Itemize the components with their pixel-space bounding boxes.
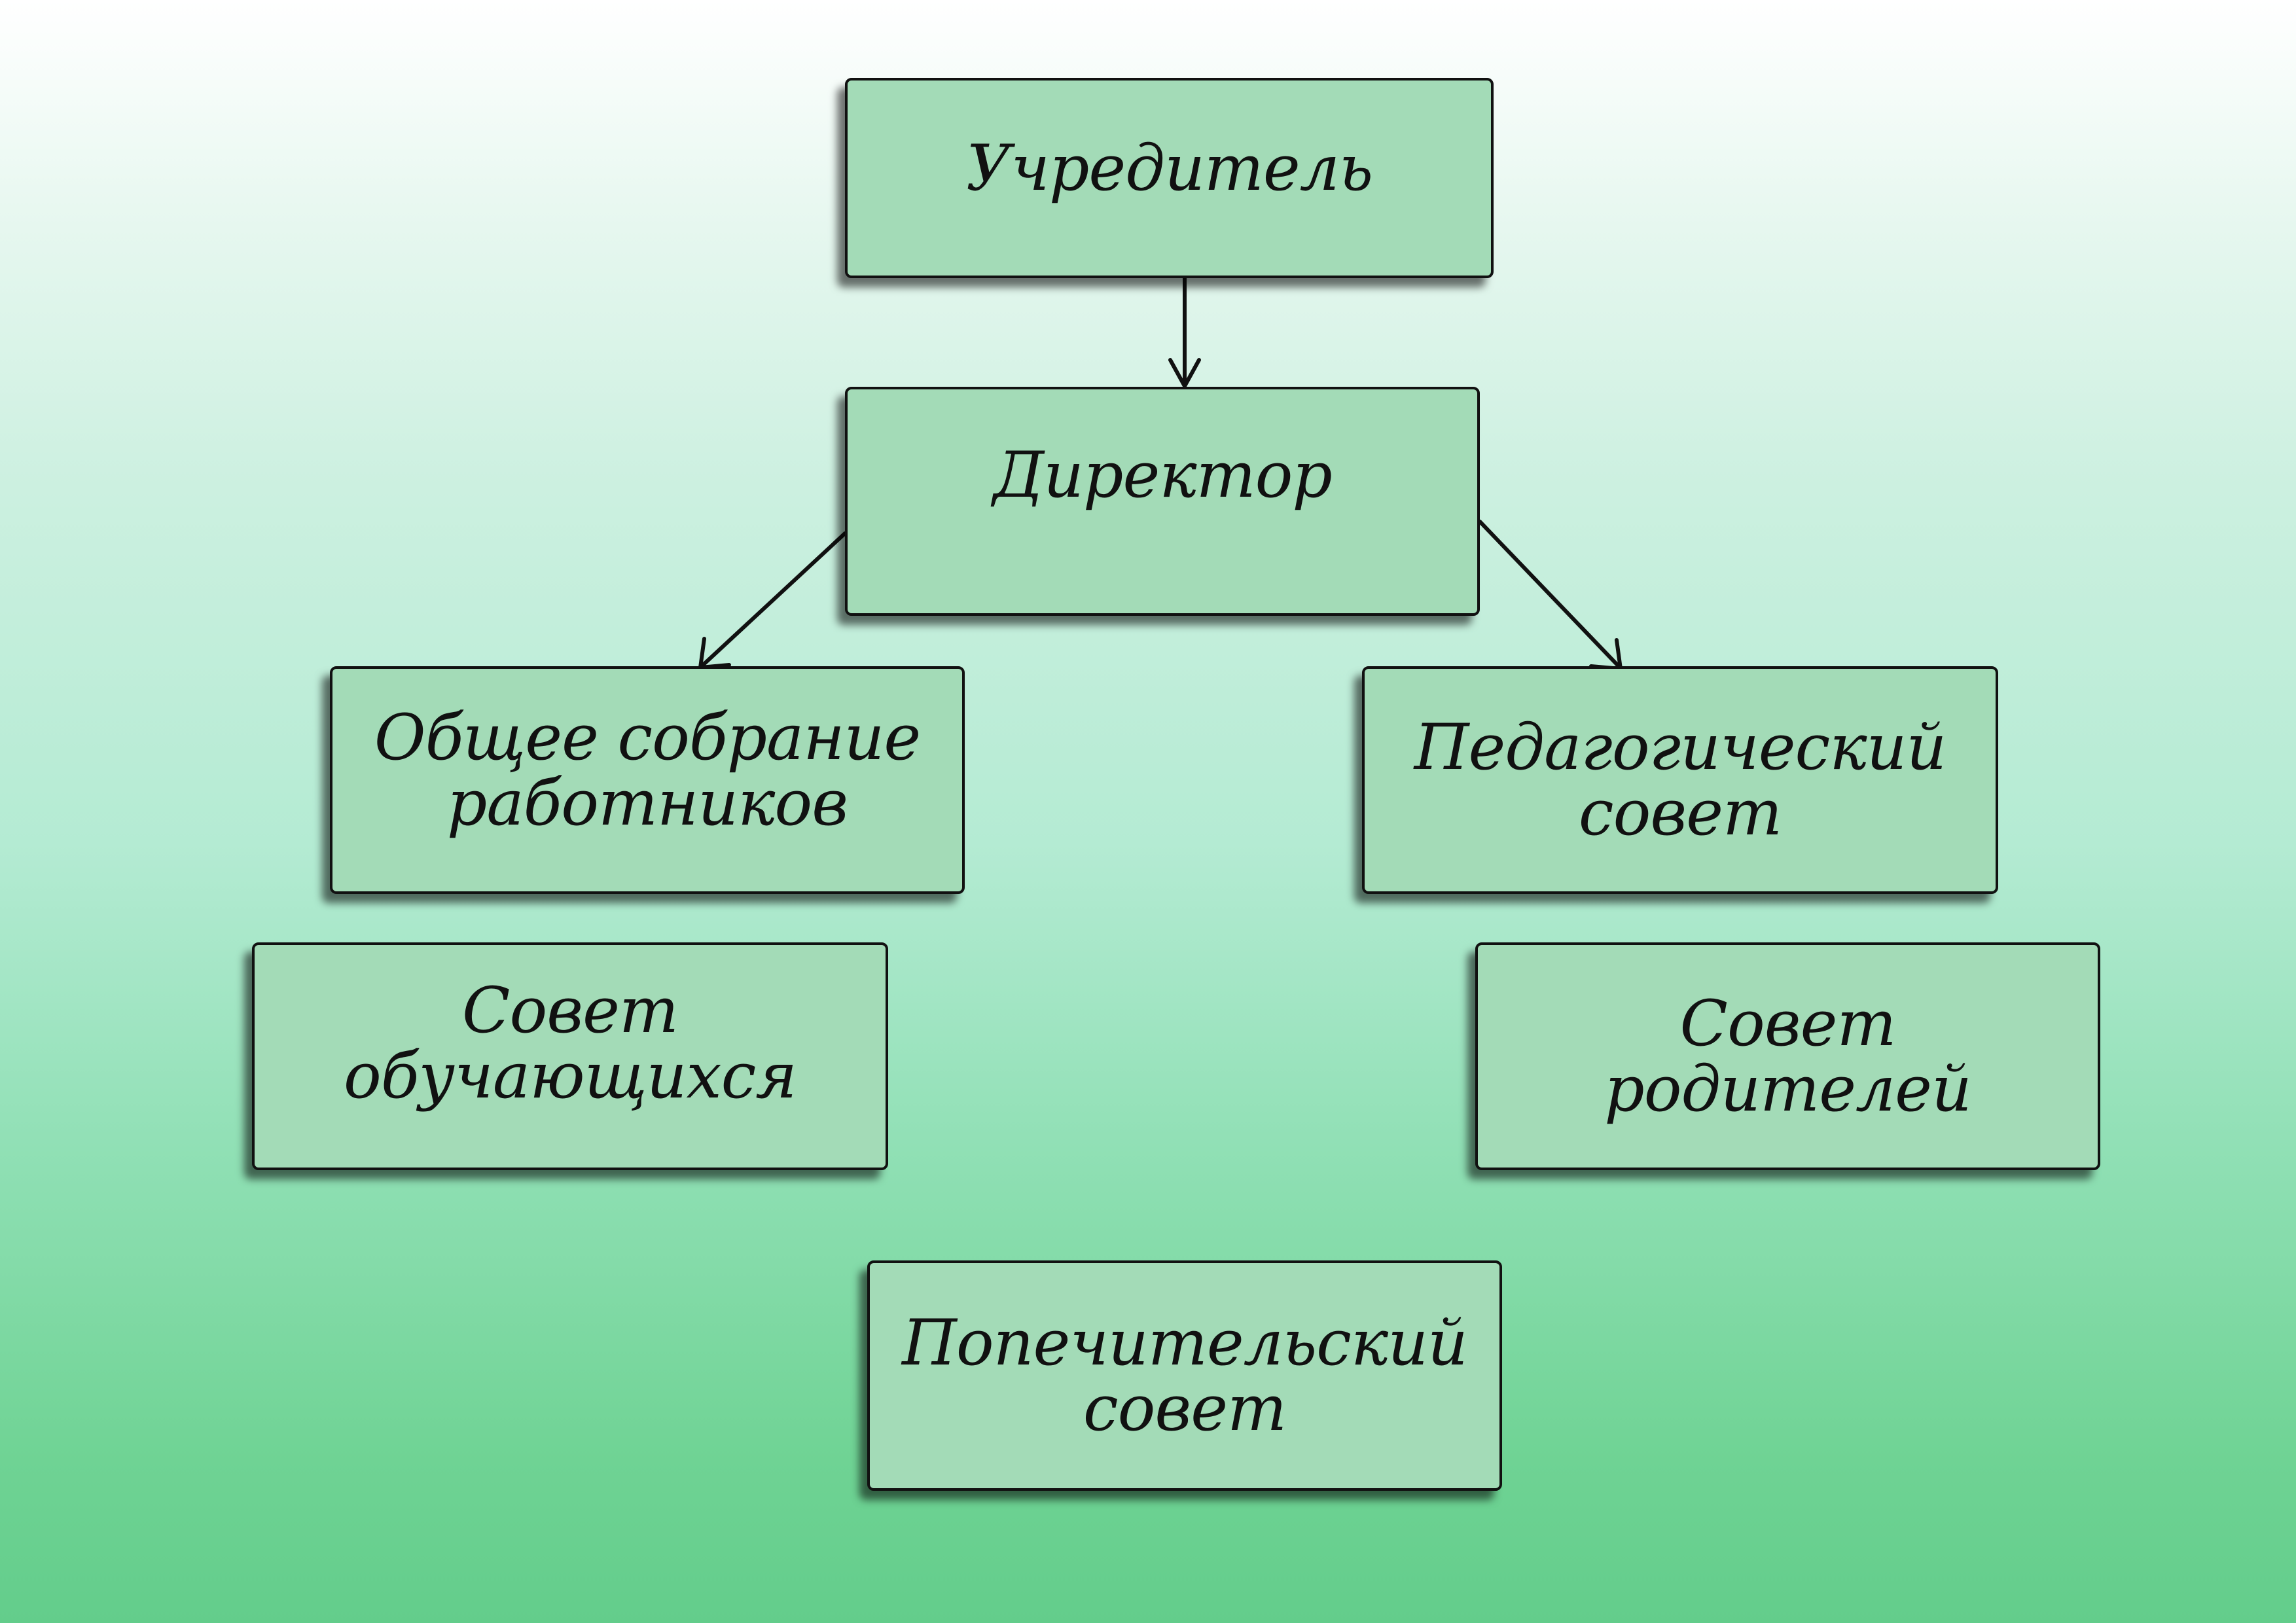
node-student-council: Совет обучающихся xyxy=(252,942,888,1170)
node-pedagogical-council-label: Педагогический совет xyxy=(1414,711,1947,849)
node-board-of-trustees: Попечительский совет xyxy=(867,1260,1502,1491)
node-director: Директор xyxy=(845,387,1480,616)
node-parent-council-label: Совет родителей xyxy=(1604,987,1972,1126)
node-general-assembly-label: Общее собрание работников xyxy=(374,701,921,840)
node-general-assembly: Общее собрание работников xyxy=(330,666,965,894)
edge-director-pedagogical xyxy=(1478,520,1622,669)
edge-director-assembly xyxy=(700,531,847,668)
arrowhead-director-top xyxy=(1168,358,1201,388)
node-founder-label: Учредитель xyxy=(965,132,1373,205)
node-student-council-label: Совет обучающихся xyxy=(344,974,797,1113)
node-director-label: Директор xyxy=(993,438,1333,512)
node-founder: Учредитель xyxy=(845,78,1494,278)
node-pedagogical-council: Педагогический совет xyxy=(1362,666,1998,894)
node-board-of-trustees-label: Попечительский совет xyxy=(902,1306,1468,1445)
node-parent-council: Совет родителей xyxy=(1475,942,2100,1170)
